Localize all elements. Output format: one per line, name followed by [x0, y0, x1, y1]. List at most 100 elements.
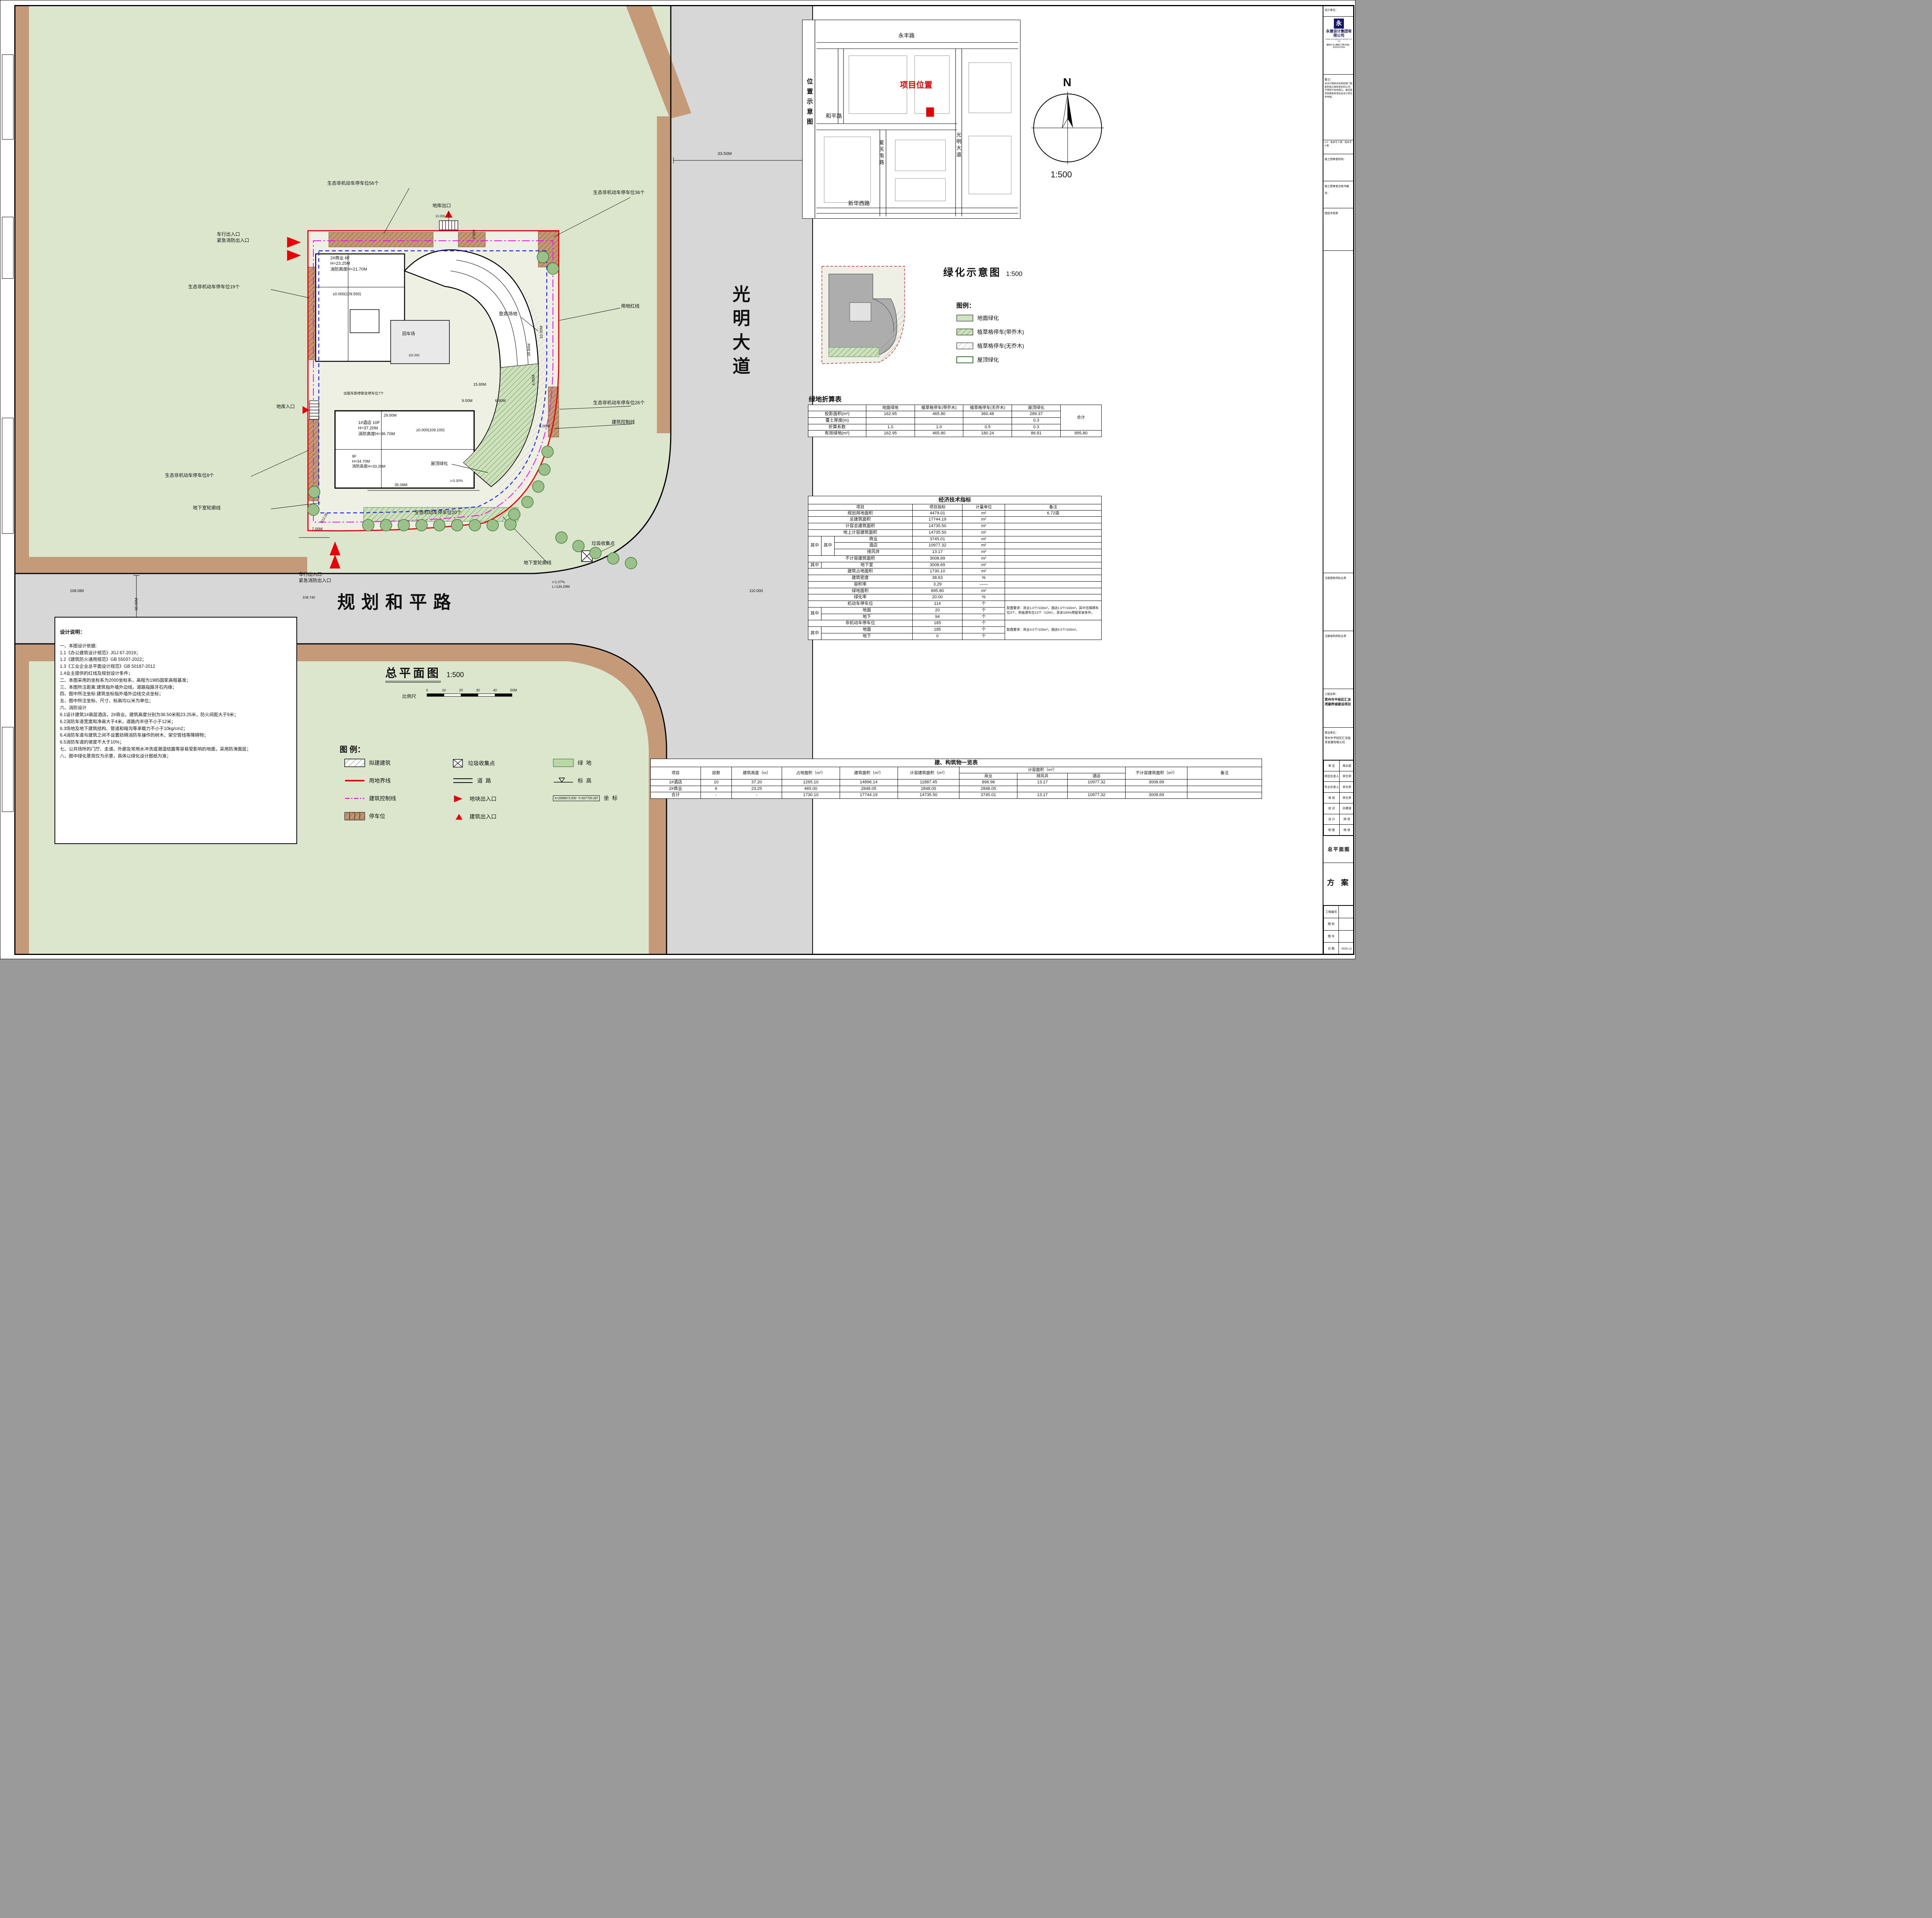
- table-cell: 备注: [1187, 766, 1262, 779]
- table-cell: [1005, 568, 1102, 575]
- table-cell: [1005, 516, 1102, 524]
- table-cell: [1187, 792, 1262, 799]
- table-cell: 0.5: [963, 424, 1012, 431]
- table-cell: 计容总建筑面积: [808, 523, 913, 530]
- table-cell: 1265.10: [781, 779, 840, 786]
- table-cell: m²: [962, 523, 1005, 530]
- main-legend: 图 例： 拟建建筑 用地界线 建筑控制线 停车位 垃圾收集点 道 路 地块出入口: [337, 742, 646, 831]
- table-cell: m²: [962, 587, 1005, 595]
- green-diagram-thumbnail: [821, 266, 905, 364]
- legend-title: 图 例：: [340, 745, 365, 754]
- table-cell: 3008.69: [912, 562, 963, 569]
- table-cell: 3745.01: [959, 792, 1018, 799]
- proposed-building-icon: [344, 759, 365, 767]
- design-notes-body: 一、本图设计依据: 1.1《办公建筑设计规范》JGJ 67-2019； 1.2《…: [60, 643, 251, 759]
- location-map: 位置示意图 永丰路 和平路 爱民南路 光明大道 新华西路 项目位置: [802, 20, 1020, 219]
- table-cell: 酒店: [834, 542, 913, 550]
- elevation-mark-icon: [554, 778, 573, 783]
- table-cell: 地面绿地: [866, 404, 915, 412]
- table-cell: -: [700, 792, 732, 799]
- table-cell: 项目负责人: [1323, 771, 1340, 782]
- north-scale: 1:500: [1051, 170, 1072, 179]
- red-boundary-line-icon: [345, 780, 364, 781]
- table-cell: 其中: [821, 536, 835, 556]
- table-cell: 地面: [821, 626, 913, 633]
- table-cell: 层数: [700, 766, 732, 779]
- table-cell: 10: [700, 779, 732, 786]
- table-cell: [1125, 785, 1188, 793]
- table-cell: 机动车停车位: [808, 601, 913, 608]
- legend-item-parking: 停车位: [344, 812, 385, 820]
- table-cell: 个: [962, 620, 1005, 627]
- scale-bar: 0 10 20 30 40 50M: [426, 688, 517, 697]
- table-cell: 图 号: [1323, 930, 1339, 943]
- table-cell: 1.0: [866, 424, 915, 431]
- table-cell: 建筑占地面积: [808, 568, 913, 575]
- table-cell: [1005, 555, 1102, 562]
- map-street-aimin: 爱民南路: [878, 140, 884, 166]
- table-cell: 工程编号: [1323, 905, 1339, 918]
- green-legend-item-roof: 屋顶绿化: [956, 356, 999, 364]
- company-section: 永 永建设计集团有限公司 YONG JIAN DESIGN GROUP CO.,…: [1323, 17, 1354, 75]
- table-cell: 1730.10: [781, 792, 840, 799]
- table-cell: 合计: [650, 792, 701, 799]
- table-cell: [1017, 785, 1068, 793]
- table-cell: 4479.01: [912, 510, 963, 517]
- table-cell: 其中: [808, 562, 821, 569]
- road-lines-icon: [453, 778, 473, 783]
- table-cell: [866, 417, 915, 424]
- table-cell: m²: [962, 510, 1005, 517]
- table-cell: 14735.50: [912, 523, 963, 530]
- map-street-yongfeng: 永丰路: [898, 32, 915, 39]
- table-cell: 建筑密度: [808, 575, 913, 582]
- green-table-title: 绿地折算表: [809, 396, 842, 403]
- map-street-heping: 和平路: [826, 113, 842, 119]
- table-cell: 屋顶绿化: [1012, 404, 1061, 412]
- table-cell: [1338, 917, 1354, 931]
- green-legend-item-ground: 地面绿化: [956, 314, 999, 322]
- table-cell: 投影面积(m²): [808, 411, 866, 418]
- table-cell: 14735.50: [897, 792, 960, 799]
- table-cell: 465.80: [914, 411, 964, 418]
- table-cell: 11887.45: [897, 779, 960, 786]
- buildings-list-table: 建、构筑物一览表项目层数建筑高度（m）占地面积（m²）建筑面积（m²）计容建筑面…: [650, 759, 1262, 799]
- stamp-section: 方 案: [1323, 863, 1354, 905]
- table-cell: 不计容建筑面积: [808, 555, 913, 562]
- version-section: A-0 版本号 0 期 版本号 0 期: [1323, 140, 1354, 154]
- table-cell: 114: [912, 601, 963, 608]
- table-cell: [914, 417, 964, 424]
- drawing-name-section: 总平面图: [1323, 836, 1354, 863]
- table-cell: 建、构筑物一览表: [650, 759, 1262, 767]
- table-cell: [1005, 562, 1102, 569]
- architect-seal-section: 注册建筑师执业章: [1323, 573, 1354, 631]
- table-cell: 10977.32: [1067, 792, 1126, 799]
- table-cell: 180.24: [963, 430, 1012, 437]
- building-entry-arrow-icon: [456, 814, 463, 820]
- table-cell: [1005, 594, 1102, 601]
- map-project-location-label: 项目位置: [900, 81, 932, 90]
- table-cell: 185: [912, 620, 963, 627]
- table-cell: [1005, 581, 1102, 588]
- svg-text:10: 10: [442, 688, 446, 692]
- legend-item-control: 建筑控制线: [344, 794, 396, 803]
- turning-yard: [390, 320, 450, 364]
- table-cell: 合计: [1060, 404, 1102, 431]
- table-cell: 1#酒店: [650, 779, 701, 786]
- north-compass-icon: [1031, 92, 1104, 164]
- table-cell: 14735.50: [912, 529, 963, 536]
- table-cell: 地上计容建筑面积: [808, 529, 913, 536]
- table-cell: [1005, 523, 1102, 530]
- table-cell: 校 对: [1323, 803, 1340, 814]
- table-cell: 覆土厚度(m): [808, 417, 866, 424]
- table-cell: 商业: [959, 773, 1018, 779]
- grass-grid-swatch-icon: [956, 342, 973, 349]
- svg-text:0: 0: [426, 688, 428, 692]
- table-cell: 162.95: [866, 411, 915, 418]
- green-diagram-title: 绿化示意图 1:500: [943, 265, 1022, 279]
- table-cell: m²: [962, 536, 1005, 543]
- curb-line-bottom: [14, 643, 667, 955]
- map-street-guangming: 光明大道: [956, 132, 961, 158]
- table-cell: [1005, 549, 1102, 556]
- scheme-stamp: 方 案: [1327, 879, 1351, 887]
